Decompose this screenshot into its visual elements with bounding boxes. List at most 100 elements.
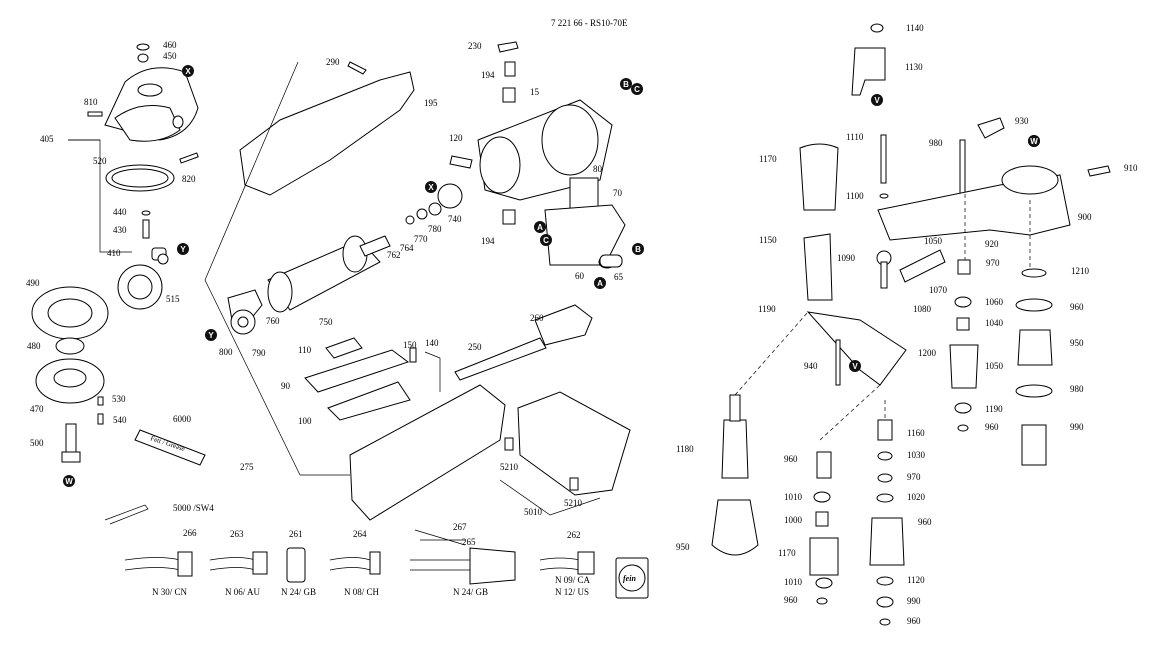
part-callout: 440: [113, 207, 127, 217]
svg-text:C: C: [543, 236, 549, 245]
part-callout: 1050: [924, 236, 943, 246]
part-callout: 262: [567, 530, 581, 540]
part-callout: 800: [219, 347, 233, 357]
part-callout: 70: [613, 188, 623, 198]
part-callout: 267: [453, 522, 467, 532]
part-callout: 980: [1070, 384, 1084, 394]
plug-variant-label: N 06/ AU: [225, 587, 261, 597]
part-callout: 990: [907, 596, 921, 606]
part-callout: 1160: [907, 428, 925, 438]
part-callout: 960: [918, 517, 932, 527]
part-callout: 1070: [929, 285, 948, 295]
reference-marker: C: [631, 83, 643, 95]
svg-text:B: B: [635, 245, 641, 254]
part-callout: 480: [27, 341, 41, 351]
svg-text:C: C: [634, 85, 640, 94]
power-cords-group: [124, 529, 595, 585]
part-callout: 540: [113, 415, 127, 425]
part-callout: 960: [1070, 302, 1084, 312]
part-callout: 90: [281, 381, 291, 391]
part-callout: 750: [319, 317, 333, 327]
part-callout: 950: [1070, 338, 1084, 348]
part-callout: 1000: [784, 515, 803, 525]
part-callout: 960: [907, 616, 921, 626]
part-callout: 1060: [985, 297, 1004, 307]
part-callout: 470: [30, 404, 44, 414]
part-callout: 15: [530, 87, 540, 97]
reference-marker: B: [632, 243, 644, 255]
part-callout: 1110: [846, 132, 864, 142]
reference-marker: X: [182, 65, 194, 77]
part-callout: 195: [424, 98, 438, 108]
svg-text:X: X: [428, 183, 434, 192]
reference-marker: W: [1028, 135, 1040, 147]
part-callout: 1170: [778, 548, 796, 558]
svg-text:V: V: [874, 96, 880, 105]
part-callout: 950: [676, 542, 690, 552]
part-callout: 1140: [906, 23, 924, 33]
reference-marker: C: [540, 234, 552, 246]
part-callout: 410: [107, 248, 121, 258]
svg-text:Y: Y: [180, 245, 186, 254]
svg-text:B: B: [623, 80, 629, 89]
plug-variant-label: N 30/ CN: [152, 587, 188, 597]
part-callout: 1120: [907, 575, 925, 585]
part-callout: 1170: [759, 154, 777, 164]
part-callout: 5210: [564, 498, 583, 508]
part-callout: 5000 /SW4: [173, 503, 214, 513]
part-callout: 990: [1070, 422, 1084, 432]
part-callout: 1010: [784, 492, 803, 502]
part-callout: 490: [26, 278, 40, 288]
part-callout: 760: [266, 316, 280, 326]
part-callout: 60: [575, 271, 585, 281]
plug-variant-label: N 09/ CA: [555, 575, 591, 585]
part-callout: 120: [449, 133, 463, 143]
part-callout: 5210: [500, 462, 519, 472]
part-callout: 520: [93, 156, 107, 166]
part-callout: 1180: [676, 444, 694, 454]
part-callout: 275: [240, 462, 254, 472]
part-callout: 780: [428, 224, 442, 234]
part-callout: 1080: [913, 304, 932, 314]
part-callout: 900: [1078, 212, 1092, 222]
part-callout: 820: [182, 174, 196, 184]
part-callout: 140: [425, 338, 439, 348]
svg-text:Y: Y: [208, 331, 214, 340]
part-callout: 150: [403, 340, 417, 350]
part-callout: 530: [112, 394, 126, 404]
part-callout: 940: [804, 361, 818, 371]
guide-assembly-group: [711, 23, 1111, 626]
part-callout: 810: [84, 97, 98, 107]
part-callout: 266: [183, 528, 197, 538]
part-callout: 970: [907, 472, 921, 482]
part-callout: 910: [1124, 163, 1138, 173]
part-callout: 65: [614, 272, 624, 282]
part-callout: 1150: [759, 235, 777, 245]
svg-text:W: W: [65, 477, 73, 486]
part-callout: 230: [468, 41, 482, 51]
part-callout: 1130: [905, 62, 923, 72]
part-callout: 1090: [837, 253, 856, 263]
part-callout: 265: [462, 537, 476, 547]
svg-text:A: A: [597, 279, 603, 288]
part-callout: 6000: [173, 414, 192, 424]
part-callout: 515: [166, 294, 180, 304]
reference-marker: X: [425, 181, 437, 193]
part-callout: 762: [387, 250, 401, 260]
part-callout: 740: [448, 214, 462, 224]
part-callout: 261: [289, 529, 303, 539]
part-callout: 5010: [524, 507, 543, 517]
plug-variant-label: N 24/ GB: [453, 587, 488, 597]
reference-marker: A: [534, 221, 546, 233]
part-callout: 1190: [985, 404, 1003, 414]
gear-head-group: [31, 43, 206, 525]
reference-marker: A: [594, 277, 606, 289]
svg-text:X: X: [185, 67, 191, 76]
reference-marker: V: [871, 94, 883, 106]
part-callout: 1100: [846, 191, 864, 201]
part-callout: 770: [414, 234, 428, 244]
part-callout: 100: [298, 416, 312, 426]
part-callout: 960: [784, 595, 798, 605]
part-callout: 790: [252, 348, 266, 358]
part-callout: 1200: [918, 348, 937, 358]
